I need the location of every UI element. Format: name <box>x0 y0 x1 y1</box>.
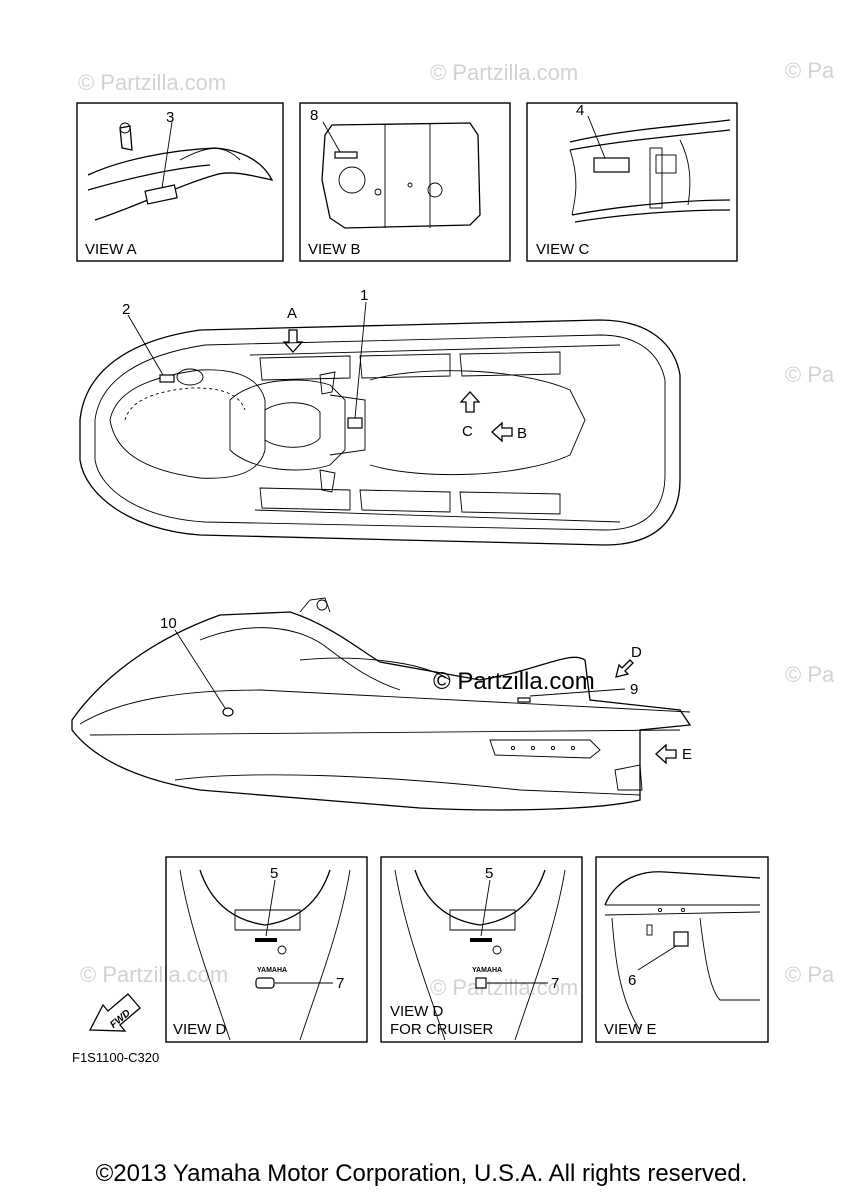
fwd-arrow: FWD <box>88 993 141 1032</box>
decal-7 <box>255 977 275 989</box>
callout-10: 10 <box>160 615 177 632</box>
callout-2: 2 <box>122 301 130 318</box>
center-watermark: © Partzilla.com <box>433 668 595 695</box>
view-c-label: VIEW C <box>536 241 590 258</box>
decal-6 <box>673 931 689 947</box>
arrow-label-e: E <box>682 746 692 763</box>
copyright-notice: ©2013 Yamaha Motor Corporation, U.S.A. A… <box>95 1160 748 1187</box>
callout-8: 8 <box>310 107 318 124</box>
view-b-panel: 8 VIEW B <box>299 102 511 262</box>
view-e-panel: 6 VIEW E <box>595 856 769 1043</box>
watermark: © Partzilla.com <box>78 70 226 95</box>
decal-1 <box>347 417 363 429</box>
decal-7b <box>475 977 487 989</box>
decal-5b <box>470 938 492 942</box>
fwd-label: FWD <box>108 1008 133 1031</box>
callout-4: 4 <box>576 102 584 119</box>
callout-7: 7 <box>336 975 344 992</box>
view-d-cruiser-label-2: FOR CRUISER <box>390 1021 494 1038</box>
decal-5 <box>255 938 277 942</box>
watermark: © Pa <box>785 362 835 387</box>
watermark: © Partzilla.com <box>80 962 228 987</box>
view-a-panel: 3 VIEW A <box>76 102 284 262</box>
view-a-label: VIEW A <box>85 241 137 258</box>
top-view-machine: 1 2 A C B <box>79 287 681 546</box>
view-e-label: VIEW E <box>604 1021 657 1038</box>
view-c-panel: 4 VIEW C <box>526 102 738 262</box>
view-d-label: VIEW D <box>173 1021 227 1038</box>
view-b-label: VIEW B <box>308 241 361 258</box>
view-d-panel: 5 YAMAHA 7 VIEW D <box>165 856 368 1043</box>
decal-10 <box>222 707 234 717</box>
watermark: © Pa <box>785 662 835 687</box>
watermark: © Partzilla.com <box>430 975 578 1000</box>
arrow-label-a: A <box>287 305 297 322</box>
callout-3: 3 <box>166 109 174 126</box>
callout-5: 5 <box>270 865 278 882</box>
watermark: © Partzilla.com <box>430 60 578 85</box>
callout-9: 9 <box>630 681 638 698</box>
callout-1: 1 <box>360 287 368 304</box>
decal-3 <box>144 184 178 205</box>
yamaha-decal-text-cruiser: YAMAHA <box>472 967 502 974</box>
diagram-reference-code: F1S1100-C320 <box>72 1050 160 1065</box>
view-d-cruiser-panel: 5 YAMAHA 7 VIEW D FOR CRUISER <box>380 856 583 1043</box>
callout-5b: 5 <box>485 865 493 882</box>
arrow-label-c: C <box>462 423 473 440</box>
decal-9 <box>517 697 531 703</box>
arrow-label-d: D <box>631 644 642 661</box>
decal-2 <box>159 374 175 383</box>
decal-8 <box>334 151 358 159</box>
arrow-label-b: B <box>517 425 527 442</box>
side-view-machine: 10 9 D E © Partzilla.com <box>71 597 692 811</box>
view-d-cruiser-label-1: VIEW D <box>390 1003 444 1020</box>
yamaha-decal-text: YAMAHA <box>257 967 287 974</box>
decal-4 <box>593 157 630 173</box>
callout-6: 6 <box>628 972 636 989</box>
watermark: © Pa <box>785 58 835 83</box>
callout-7b: 7 <box>551 975 559 992</box>
watermark: © Pa <box>785 962 835 987</box>
